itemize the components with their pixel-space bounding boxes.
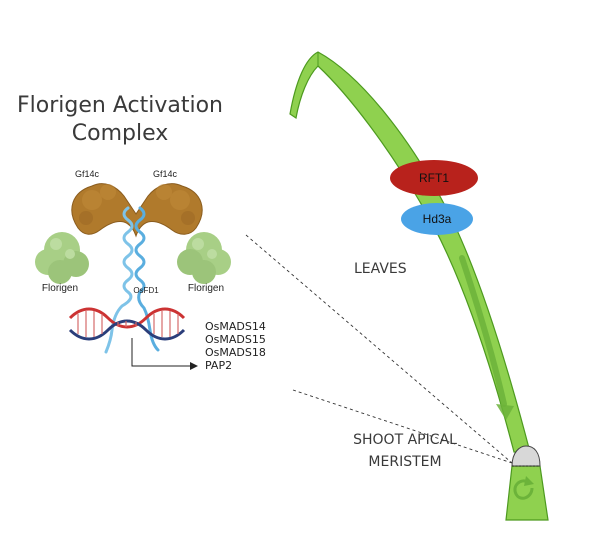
rft1-oval xyxy=(390,160,478,196)
florigen-right-label: Florigen xyxy=(188,283,224,294)
sam-label-line-2: MERISTEM xyxy=(368,454,441,470)
transport-arrowhead xyxy=(496,404,514,420)
meristem-dome xyxy=(511,445,541,467)
rft1-label: RFT1 xyxy=(419,171,449,185)
florigen-left xyxy=(35,232,89,284)
gf14c-right-label: Gf14c xyxy=(153,169,178,179)
gene-pap2: PAP2 xyxy=(205,359,232,372)
osfd1-helices xyxy=(104,206,160,354)
dna-helix xyxy=(68,307,186,341)
stem-base xyxy=(505,465,549,521)
osfd1-label: OsFD1 xyxy=(133,286,159,295)
gene-osmads14: OsMADS14 xyxy=(205,320,266,333)
florigen-left-label: Florigen xyxy=(42,283,78,294)
leaf-blade xyxy=(289,51,531,453)
title-line-1: Florigen Activation xyxy=(17,93,223,118)
florigen-transport-arrow xyxy=(459,255,507,407)
hd3a-oval xyxy=(401,203,473,235)
circular-arrowhead xyxy=(524,476,534,486)
gene-osmads18: OsMADS18 xyxy=(205,346,266,359)
dashed-line-top xyxy=(245,234,513,464)
transcription-arrow xyxy=(131,338,198,370)
dashed-line-bottom xyxy=(292,389,513,464)
sam-label-line-1: SHOOT APICAL xyxy=(353,432,457,448)
leaves-label: LEAVES xyxy=(354,261,407,277)
circular-arrow-icon xyxy=(513,479,534,500)
florigen-right xyxy=(177,232,231,284)
title-line-2: Complex xyxy=(72,121,169,146)
gf14c-dimer xyxy=(71,183,203,238)
hd3a-label: Hd3a xyxy=(423,212,452,226)
gene-osmads15: OsMADS15 xyxy=(205,333,266,346)
gf14c-left-label: Gf14c xyxy=(75,169,100,179)
